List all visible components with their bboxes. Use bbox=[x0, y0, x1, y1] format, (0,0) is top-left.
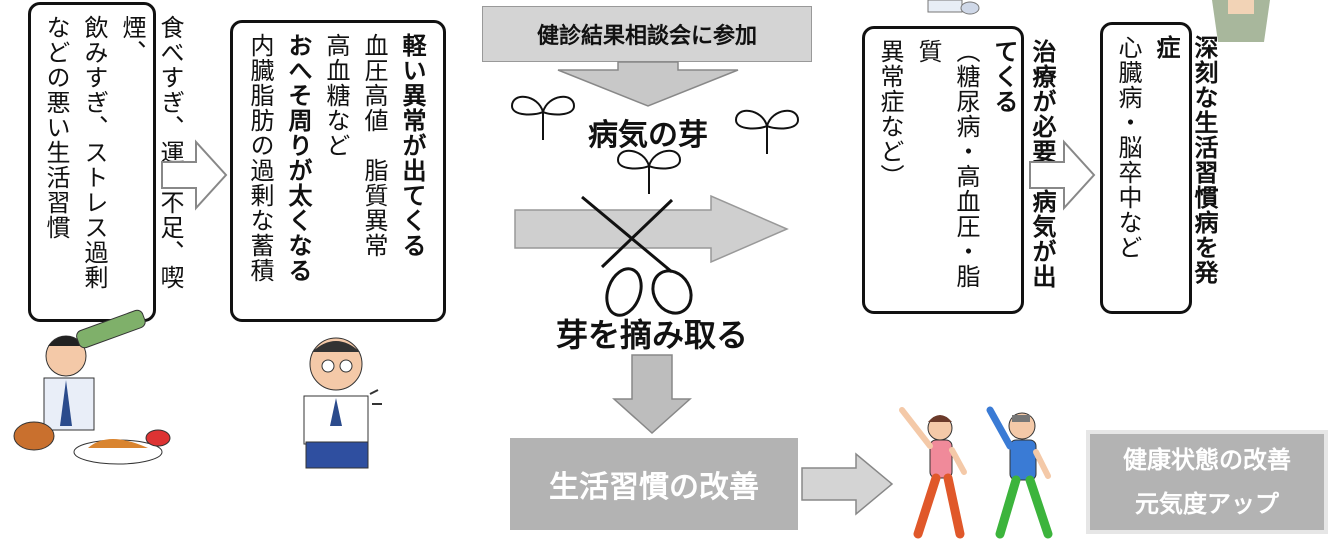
bad-lifestyle-line-3: などの悪い生活習慣 bbox=[42, 15, 70, 240]
health-improvement-line-2: 元気度アップ bbox=[1135, 490, 1279, 518]
disease-needs-treatment-line-2: てくる bbox=[990, 39, 1018, 114]
sprout-icon bbox=[734, 110, 800, 154]
exercising-people-icon bbox=[899, 406, 1053, 539]
serious-disease-line-1: 深刻な生活習慣病を発症 bbox=[1152, 35, 1218, 285]
hollow-arrow-icon bbox=[161, 139, 228, 211]
bad-lifestyle-box: 食べすぎ、運動不足、喫煙、 飲みすぎ、ストレス過剰 などの悪い生活習慣 bbox=[28, 2, 184, 322]
lifestyle-improvement-label: 生活習慣の改善 bbox=[549, 470, 759, 505]
mild-abnormality-line-5: 内臓脂肪の過剰な蓄積 bbox=[246, 33, 274, 283]
consultation-banner-label: 健診結果相談会に参加 bbox=[536, 24, 757, 49]
banner-down-arrow-icon bbox=[557, 61, 739, 107]
sprout-icon bbox=[616, 150, 682, 194]
worried-man-icon bbox=[303, 337, 382, 469]
mild-abnormality-line-2: 血圧高値 脂質異常 bbox=[360, 33, 388, 258]
bad-lifestyle-line-2: 飲みすぎ、ストレス過剰 bbox=[80, 15, 108, 290]
mild-abnormality-line-3: 高血糖など bbox=[322, 33, 350, 158]
man-drinking-icon bbox=[13, 309, 171, 465]
disease-needs-treatment-line-4: 異常症など） bbox=[876, 39, 904, 189]
hollow-arrow-icon bbox=[1029, 139, 1096, 211]
lifestyle-improvement-box: 生活習慣の改善 bbox=[510, 438, 798, 530]
disease-needs-treatment-box: 治療が必要な病気が出 てくる （糖尿病・高血圧・脂質 異常症など） bbox=[862, 26, 1056, 314]
down-arrow-icon bbox=[612, 354, 692, 435]
sprout-icon bbox=[510, 96, 576, 140]
medicine-icon bbox=[927, 0, 980, 15]
serious-disease-box: 深刻な生活習慣病を発症 心臓病・脳卒中など bbox=[1100, 22, 1218, 314]
right-arrow-icon bbox=[514, 194, 789, 264]
person-icon bbox=[1212, 0, 1270, 42]
right-arrow-icon bbox=[801, 452, 894, 516]
health-improvement-line-1: 健康状態の改善 bbox=[1123, 446, 1291, 474]
health-improvement-box: 健康状態の改善 元気度アップ bbox=[1086, 430, 1328, 534]
mild-abnormality-line-1: 軽い異常が出てくる bbox=[398, 33, 426, 258]
disease-sprout-label: 病気の芽 bbox=[588, 118, 708, 153]
serious-disease-line-2: 心臓病・脳卒中など bbox=[1114, 35, 1142, 260]
pick-sprout-label: 芽を摘み取る bbox=[556, 316, 749, 354]
bad-lifestyle-line-1: 食べすぎ、運動不足、喫煙、 bbox=[118, 15, 184, 290]
consultation-banner: 健診結果相談会に参加 bbox=[482, 6, 812, 62]
mild-abnormality-box: 軽い異常が出てくる 血圧高値 脂質異常 高血糖など おへそ周りが太くなる 内臓脂… bbox=[230, 20, 446, 322]
scissors-icon bbox=[581, 195, 693, 317]
disease-needs-treatment-line-3: （糖尿病・高血圧・脂質 bbox=[914, 39, 980, 289]
mild-abnormality-line-4: おへそ周りが太くなる bbox=[284, 33, 312, 283]
